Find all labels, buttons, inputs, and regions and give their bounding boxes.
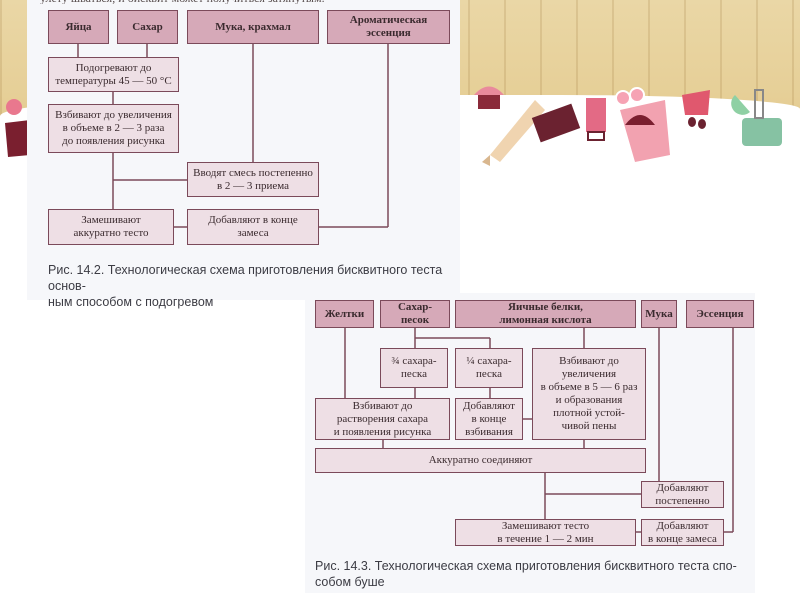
fig2-step-sugar-one-quarter: ¼ сахара- песка	[455, 348, 523, 388]
fig2-header-yolks: Желтки	[315, 300, 374, 328]
fig2-step-whip-yolks: Взбивают до растворения сахара и появлен…	[315, 398, 450, 440]
fig2-step-add-end-whipping: Добавляют в конце взбивания	[455, 398, 523, 440]
fig2-step-sugar-three-quarters: ¾ сахара- песка	[380, 348, 448, 388]
fig2-header-essence: Эссенция	[686, 300, 754, 328]
lime-slice-icon	[731, 95, 750, 115]
fig1-header-eggs: Яйца	[48, 10, 109, 44]
fig1-header-flour-starch: Мука, крахмал	[187, 10, 319, 44]
fig1-step-heat: Подогревают до температуры 45 — 50 °С	[48, 57, 179, 92]
grapefruit-slice-icon	[6, 99, 22, 115]
chocolate-bar-icon	[531, 103, 581, 143]
fig1-header-aromatic-essence: Ароматическая эссенция	[327, 10, 450, 44]
fig1-header-sugar: Сахар	[117, 10, 178, 44]
left-decor	[5, 99, 30, 157]
cupcake-icon	[474, 86, 504, 109]
stand-mixer-icon	[5, 120, 30, 157]
oven-mitt-icon	[682, 90, 710, 115]
fig2-step-combine: Аккуратно соединяют	[315, 448, 646, 473]
hand-mixer-icon	[742, 89, 782, 146]
fig2-step-knead: Замешивают тесто в течение 1 — 2 мин	[455, 519, 636, 546]
fig1-step-whip: Взбивают до увеличения в объеме в 2 — 3 …	[48, 104, 179, 153]
stand-mixer-icon	[620, 100, 670, 162]
figure-14-3-page	[305, 293, 755, 593]
fig2-caption: Рис. 14.3. Технологическая схема пригото…	[315, 559, 737, 589]
fig1-step-add-end: Добавляют в конце замеса	[187, 209, 319, 245]
kitchen-decor	[474, 86, 782, 166]
fig2-header-flour: Мука	[641, 300, 677, 328]
grapefruit-slice-icon	[615, 87, 645, 106]
cut-off-text-line: улету шваться, и бисквит может получитьс…	[40, 0, 455, 4]
fig2-step-whip-whites: Взбивают до увеличения в объеме в 5 — 6 …	[532, 348, 646, 440]
piping-bag-icon	[482, 100, 545, 166]
grater-icon	[586, 98, 606, 141]
fig1-step-add-mix: Вводят смесь постепенно в 2 — 3 приема	[187, 162, 319, 197]
fig2-header-sugar: Сахар- песок	[380, 300, 450, 328]
fig2-header-egg-whites-citric-acid: Яичные белки, лимонная кислота	[455, 300, 636, 328]
fig2-step-add-gradually: Добавляют постепенно	[641, 481, 724, 508]
coffee-beans-icon	[688, 117, 706, 129]
fig2-step-add-end-kneading: Добавляют в конце замеса	[641, 519, 724, 546]
fig1-step-knead: Замешивают аккуратно тесто	[48, 209, 174, 245]
fig1-caption: Рис. 14.2. Технологическая схема пригото…	[48, 263, 443, 309]
